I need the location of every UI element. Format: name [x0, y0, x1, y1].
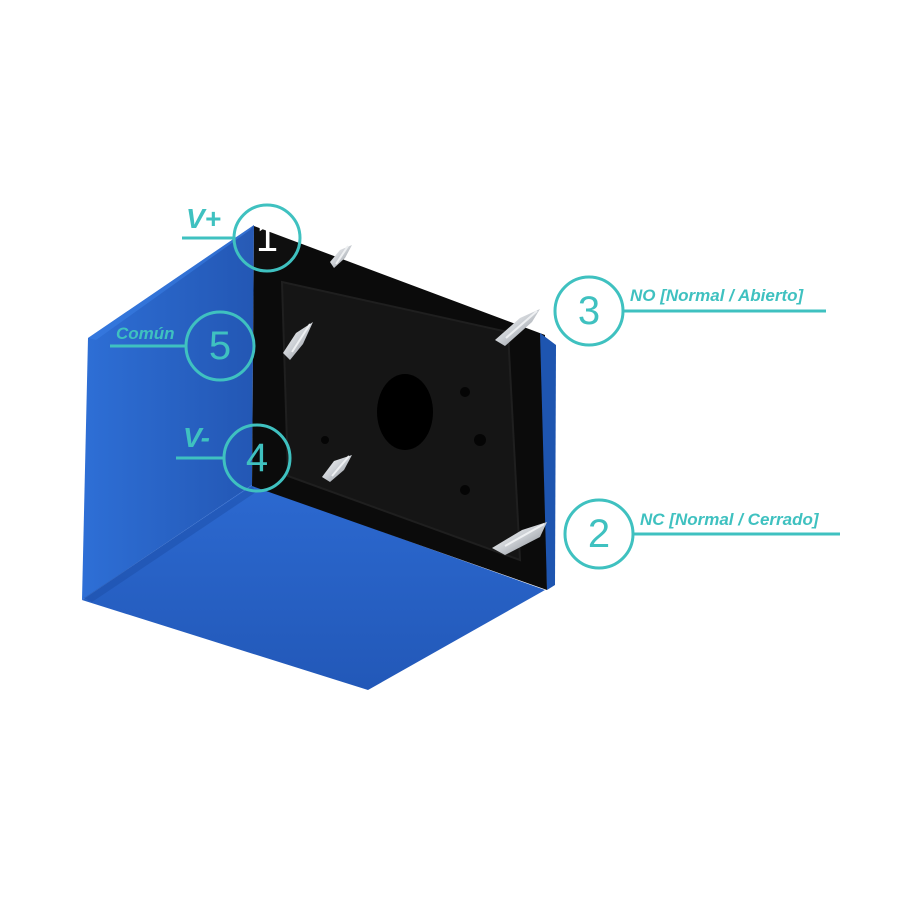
pin-5-number: 5: [208, 324, 232, 368]
pin-2-number: 2: [587, 512, 611, 556]
relay-top-edge: [88, 225, 254, 340]
relay-base-dot: [321, 436, 329, 444]
pin-3-label: NO [Normal / Abierto]: [630, 286, 804, 305]
pin-3-terminal: [495, 309, 540, 346]
pin-1-callout: [182, 203, 302, 273]
relay-base-dot: [460, 485, 470, 495]
relay-base-dot: [474, 434, 486, 446]
pin-1-number: 1: [255, 216, 279, 260]
relay-side-edge: [84, 486, 256, 602]
pin-5-label: Común: [116, 324, 175, 343]
pin-4-callout: [176, 423, 292, 493]
relay-bottom-face: [82, 485, 545, 690]
pin-3-callout: [553, 275, 826, 347]
pin-2-label: NC [Normal / Cerrado]: [640, 510, 819, 529]
pin-1-label: V+: [186, 203, 222, 234]
pin-1-terminal: [330, 245, 352, 268]
pin-4-terminal: [322, 455, 352, 482]
pin-5-terminal: [283, 322, 313, 360]
pin-3-number: 3: [577, 289, 601, 333]
relay-base-dot: [460, 387, 470, 397]
relay-base-hole: [377, 374, 433, 450]
pin-2-callout: [563, 498, 840, 570]
pin-4-number: 4: [245, 436, 269, 480]
pin-5-callout: [110, 310, 256, 382]
pin-2-terminal: [492, 522, 547, 555]
pin-4-label: V-: [183, 422, 210, 453]
relay-base-rim: [540, 333, 556, 590]
